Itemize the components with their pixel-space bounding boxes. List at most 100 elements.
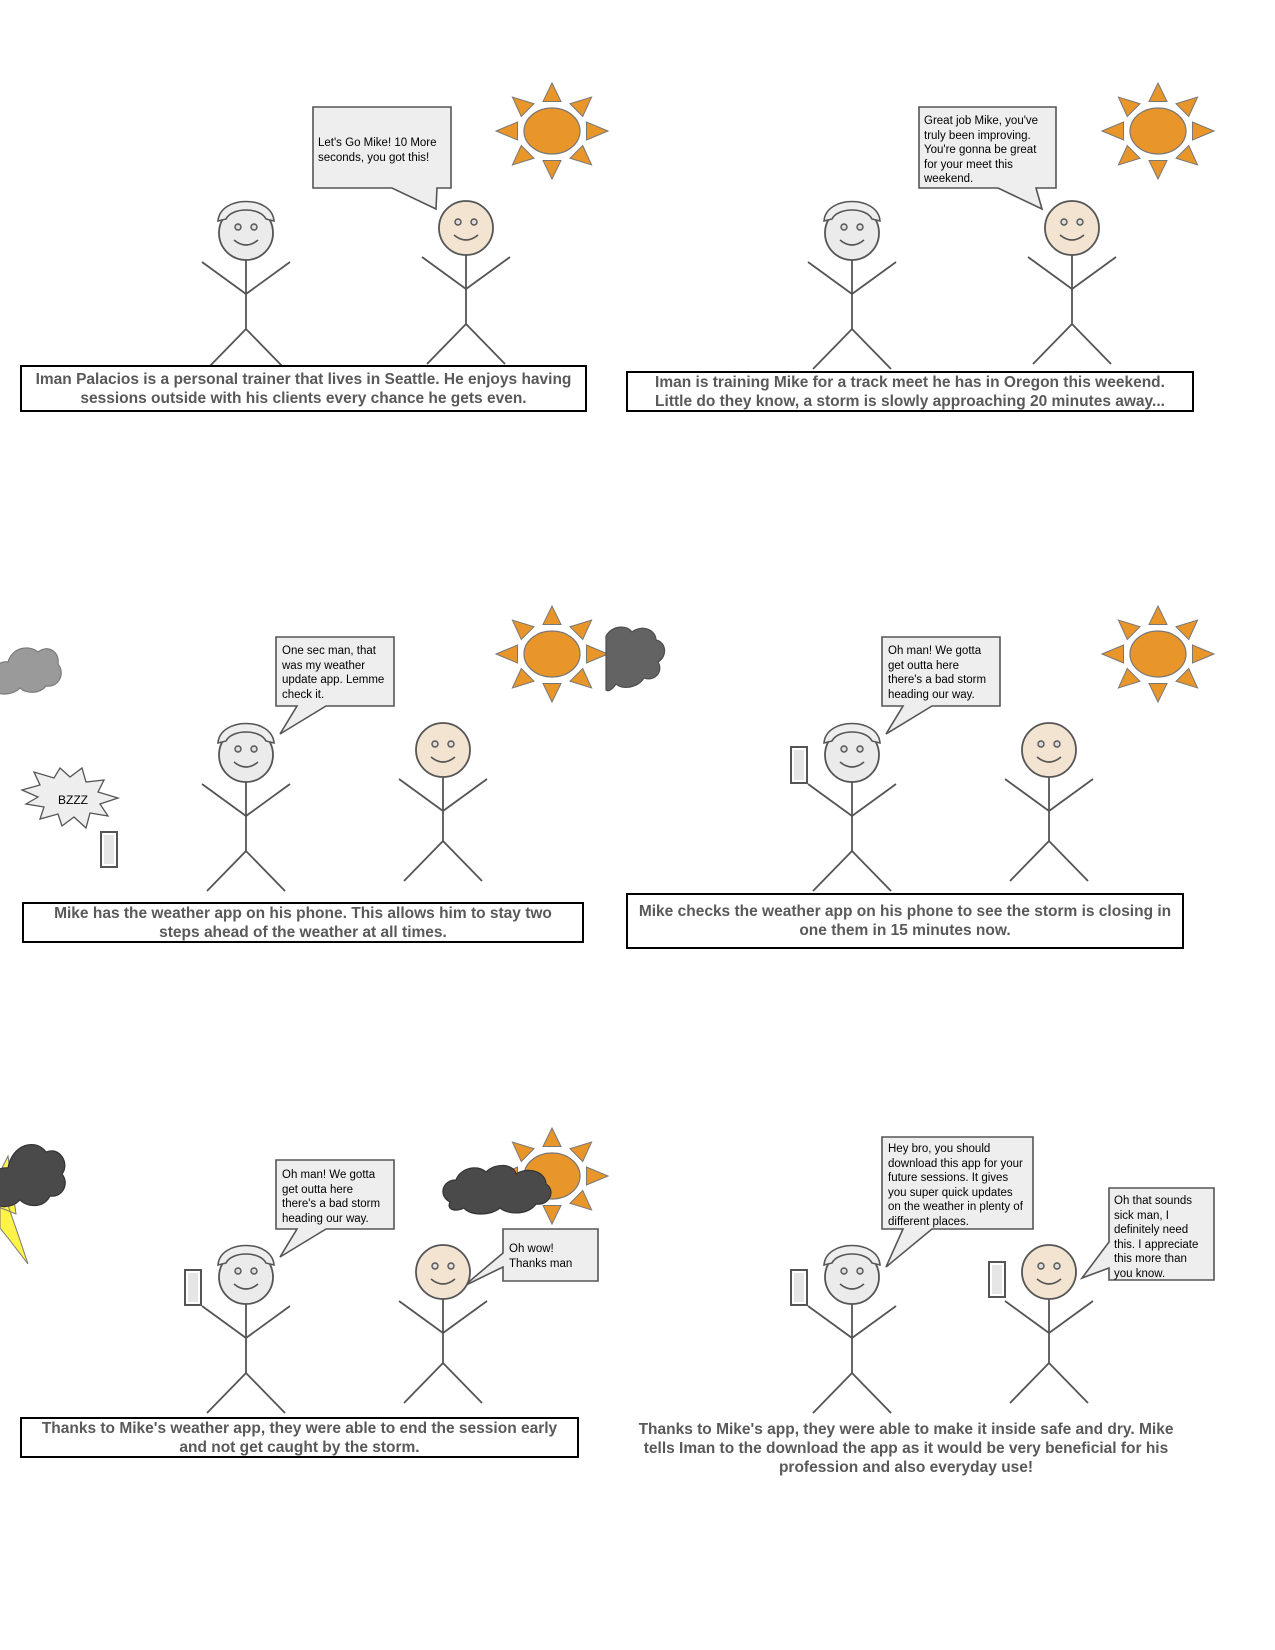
sun-ray	[585, 121, 610, 141]
head	[415, 722, 471, 778]
phone-icon	[184, 1269, 202, 1306]
panel-5-art	[0, 1126, 610, 1414]
panel-4-art	[605, 604, 1216, 892]
mike-stick-figure	[807, 200, 897, 370]
bzzz-sound-text: BZZZ	[58, 793, 88, 807]
sun-ray	[1148, 604, 1168, 625]
sun-ray	[1191, 644, 1216, 664]
cloud-icon	[605, 626, 666, 692]
speech-bubble	[881, 1136, 1034, 1268]
cloud-icon	[442, 1164, 552, 1215]
sun-ray	[542, 81, 562, 102]
sun-ray	[494, 644, 519, 664]
speech-bubble	[1079, 1187, 1215, 1281]
sun-ray	[585, 644, 610, 664]
comic-panel-6: Hey bro, you should download this app fo…	[606, 1122, 1275, 1502]
sun-ray	[1148, 81, 1168, 102]
sun-ray	[542, 1205, 562, 1226]
sun-icon	[1100, 604, 1216, 704]
panel-3-art	[0, 604, 610, 892]
caption: Iman is training Mike for a track meet h…	[626, 371, 1194, 412]
mike-stick-figure	[201, 1244, 291, 1414]
caption: Thanks to Mike's weather app, they were …	[20, 1417, 579, 1458]
sun-ray	[569, 1189, 593, 1211]
cap	[217, 722, 275, 745]
bubble-text-2: Oh wow! Thanks man	[509, 1243, 573, 1270]
cloud-icon	[0, 1143, 66, 1208]
panel-1-art	[201, 81, 610, 370]
bubble-text: One sec man, that was my weather update …	[282, 645, 385, 701]
sun-ray	[1175, 667, 1199, 689]
sun-ray	[542, 604, 562, 625]
cap	[823, 200, 881, 223]
sun-ray	[511, 667, 535, 689]
sun-ray	[1175, 96, 1199, 118]
sun-icon	[494, 604, 610, 704]
speech-bubble	[463, 1228, 599, 1287]
sun-ray	[569, 667, 593, 689]
speech-bubble	[312, 106, 452, 211]
iman-stick-figure	[421, 200, 511, 365]
iman-stick-figure	[1027, 200, 1117, 365]
mike-stick-figure	[807, 1244, 897, 1414]
sun-ray	[569, 144, 593, 166]
caption: Mike has the weather app on his phone. T…	[22, 902, 584, 943]
sun-ray	[542, 1126, 562, 1147]
sun-ray	[569, 1141, 593, 1163]
sun-ray	[494, 121, 519, 141]
comic-panel-5: Oh man! We gotta get outta here there's …	[0, 1122, 610, 1502]
cap	[823, 722, 881, 745]
sun-disc	[523, 630, 581, 678]
caption: Mike checks the weather app on his phone…	[626, 893, 1184, 949]
sun-disc	[1129, 107, 1187, 155]
iman-stick-figure	[1004, 1244, 1094, 1404]
sun-ray	[1148, 683, 1168, 704]
sun-ray	[511, 1141, 535, 1163]
sun-ray	[585, 1166, 610, 1186]
sun-ray	[1191, 121, 1216, 141]
bubble-text-2: Oh that sounds sick man, I definitely ne…	[1114, 1195, 1199, 1280]
panel-2-art	[807, 81, 1216, 370]
speech-bubble	[275, 1159, 395, 1258]
speech-bubble	[881, 636, 1001, 735]
caption: Thanks to Mike's app, they were able to …	[638, 1420, 1174, 1476]
sun-ray	[1100, 121, 1125, 141]
sun-ray	[542, 683, 562, 704]
speech-bubble	[275, 636, 395, 735]
mike-stick-figure	[807, 722, 897, 892]
bubble-text: Oh man! We gotta get outta here there's …	[888, 645, 987, 701]
head	[415, 1244, 471, 1300]
head	[1044, 200, 1100, 256]
bubble-text: Oh man! We gotta get outta here there's …	[282, 1169, 381, 1225]
bubble-text: Let's Go Mike! 10 More seconds, you got …	[318, 137, 437, 164]
speech-bubble	[918, 106, 1057, 211]
phone-icon	[790, 746, 808, 784]
phone-icon	[988, 1261, 1006, 1298]
iman-stick-figure	[398, 722, 488, 882]
sun-disc	[1129, 630, 1187, 678]
bzzz-burst-icon	[20, 766, 121, 830]
iman-stick-figure	[398, 1244, 488, 1404]
sun-ray	[1175, 619, 1199, 641]
bubble-text: Great job Mike, you've truly been improv…	[924, 115, 1039, 185]
sun-ray	[511, 619, 535, 641]
sun-icon	[494, 81, 610, 181]
sun-ray	[569, 619, 593, 641]
mike-stick-figure	[201, 200, 291, 370]
sun-ray	[511, 96, 535, 118]
sun-ray	[1100, 644, 1125, 664]
sun-ray	[1148, 160, 1168, 181]
comic-panel-1: Let's Go Mike! 10 More seconds, you got …	[0, 0, 637, 460]
caption: Iman Palacios is a personal trainer that…	[20, 365, 587, 412]
sun-ray	[1117, 96, 1141, 118]
iman-stick-figure	[1004, 722, 1094, 882]
cloud-icon	[0, 647, 62, 695]
sun-ray	[1175, 144, 1199, 166]
panel-6-art	[790, 1136, 1215, 1414]
cap	[217, 200, 275, 223]
comic-panel-2: Great job Mike, you've truly been improv…	[606, 0, 1275, 460]
phone-icon	[790, 1269, 808, 1306]
sun-ray	[1117, 619, 1141, 641]
phone-icon	[100, 831, 118, 868]
cap	[823, 1244, 881, 1267]
